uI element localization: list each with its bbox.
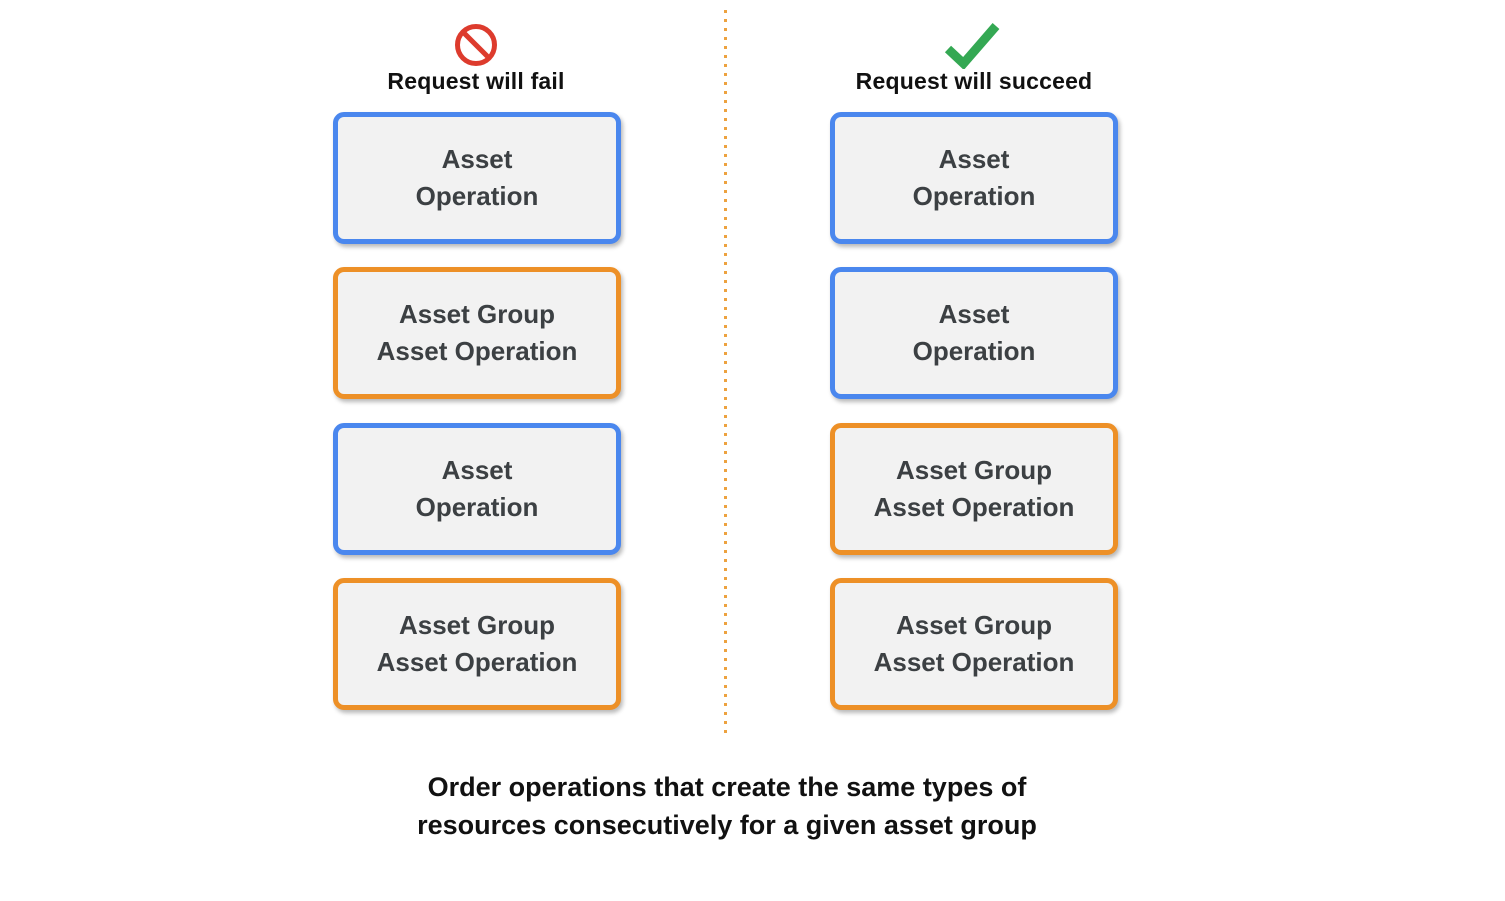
fail-column-title: Request will fail bbox=[387, 68, 565, 94]
box-asset-operation: Asset Operation bbox=[333, 423, 621, 555]
box-asset-group-asset-operation: Asset Group Asset Operation bbox=[333, 267, 621, 399]
diagram-caption: Order operations that create the same ty… bbox=[417, 772, 1037, 840]
box-asset-operation: Asset Operation bbox=[830, 267, 1118, 399]
box-asset-group-asset-operation: Asset Group Asset Operation bbox=[830, 423, 1118, 555]
dotted-divider bbox=[724, 10, 727, 737]
checkmark-icon bbox=[942, 21, 1002, 70]
box-asset-group-asset-operation: Asset Group Asset Operation bbox=[830, 578, 1118, 710]
box-asset-operation: Asset Operation bbox=[333, 112, 621, 244]
box-asset-operation: Asset Operation bbox=[830, 112, 1118, 244]
no-entry-icon bbox=[454, 23, 498, 67]
box-asset-group-asset-operation: Asset Group Asset Operation bbox=[333, 578, 621, 710]
success-column-title: Request will succeed bbox=[855, 68, 1093, 94]
